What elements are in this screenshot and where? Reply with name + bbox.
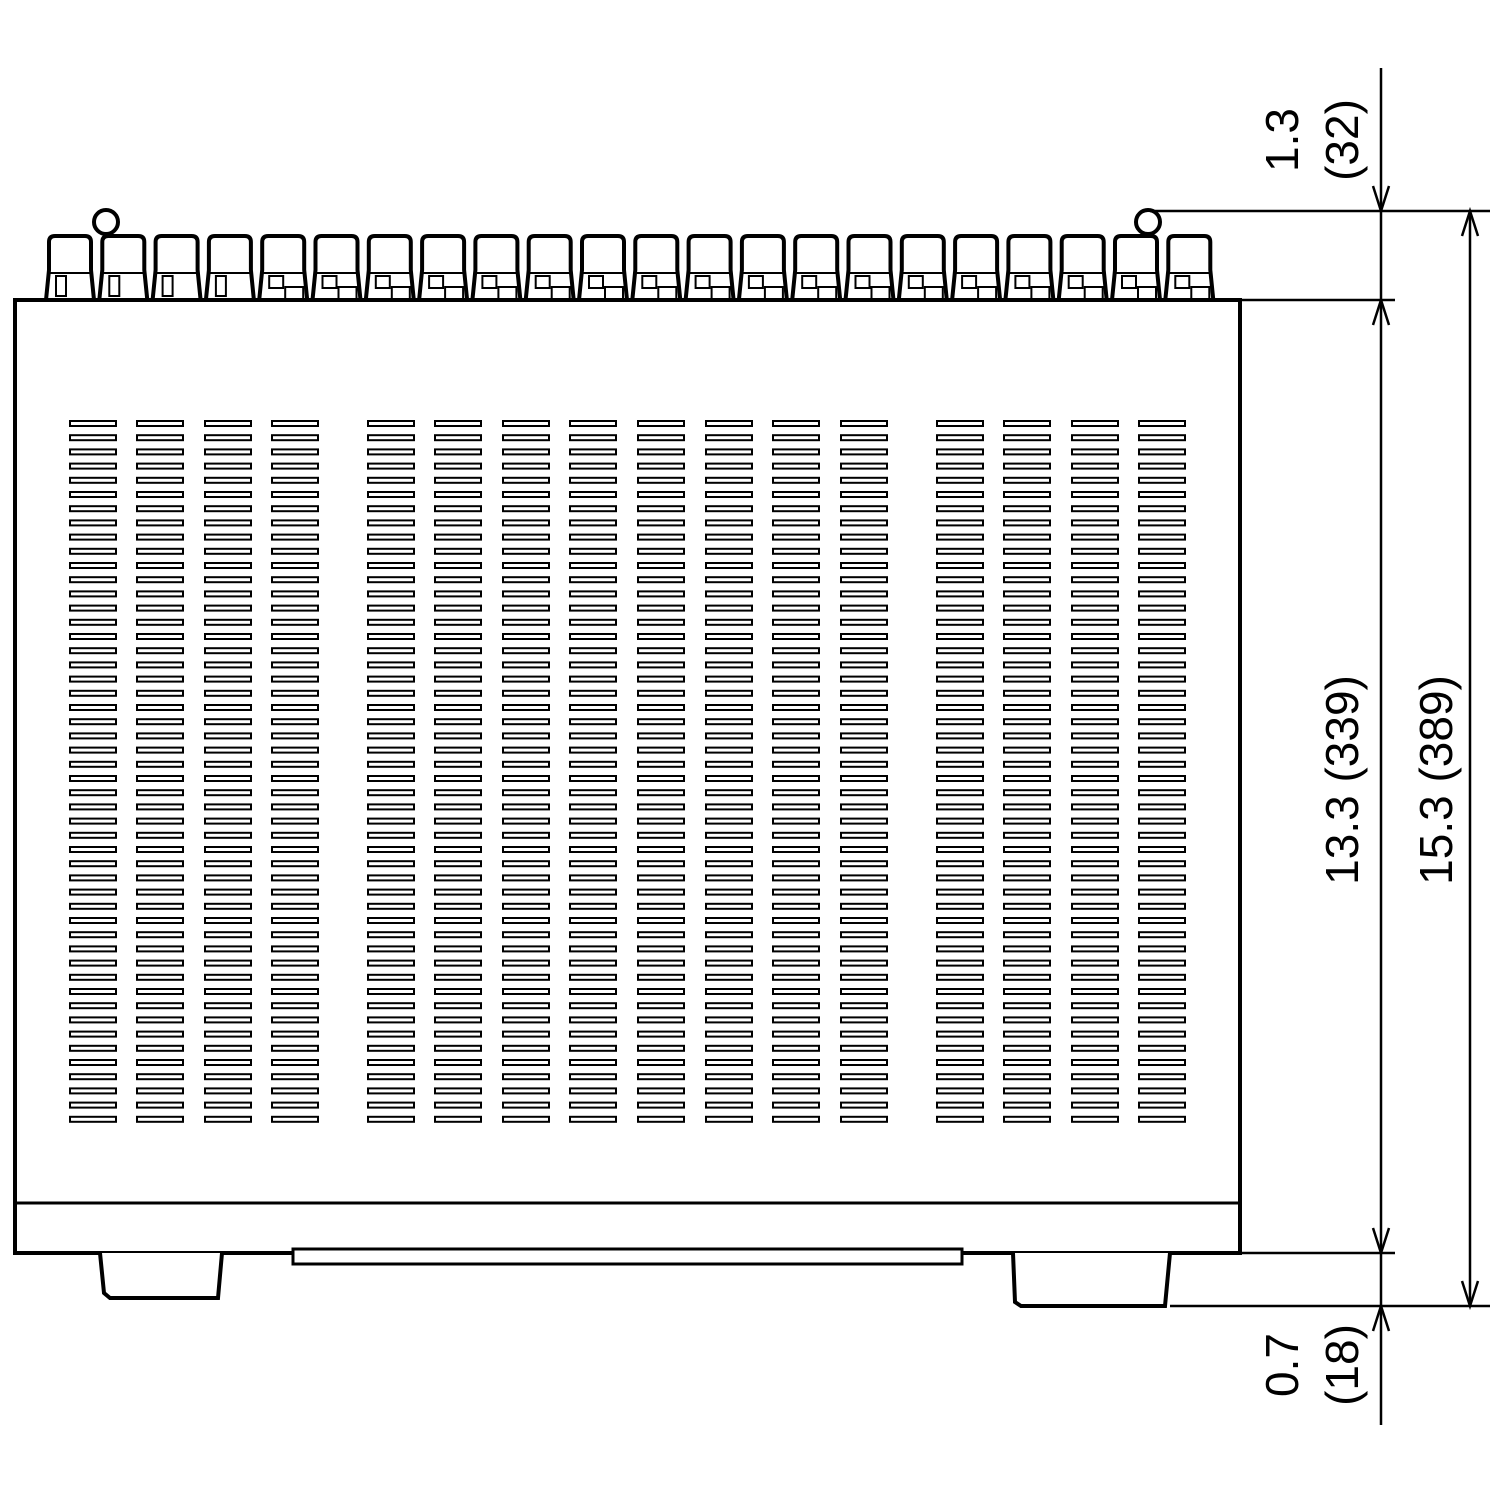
connector bbox=[470, 234, 523, 301]
connector bbox=[363, 234, 416, 301]
dim-feet-mm: (18) bbox=[1316, 1324, 1368, 1406]
dim-feet-inch: 0.7 bbox=[1256, 1333, 1308, 1397]
dim-overall-height: 15.3 (389) bbox=[1410, 675, 1462, 885]
connector bbox=[736, 234, 789, 301]
rear-connectors bbox=[44, 234, 1216, 301]
dimension-lines bbox=[1150, 68, 1490, 1425]
connector bbox=[257, 234, 310, 301]
connector bbox=[843, 234, 896, 301]
vent-column bbox=[271, 420, 319, 1123]
connector bbox=[203, 234, 256, 301]
vent-column bbox=[1138, 420, 1186, 1123]
dim-top-inch: 1.3 bbox=[1256, 108, 1308, 172]
connector bbox=[310, 234, 363, 301]
foot-left bbox=[98, 1252, 224, 1300]
vent-column bbox=[434, 420, 482, 1123]
connector bbox=[577, 234, 629, 301]
handle-ring-right bbox=[1134, 208, 1162, 236]
foot-right bbox=[1011, 1252, 1172, 1308]
connector bbox=[1163, 234, 1216, 301]
connector bbox=[1003, 234, 1056, 301]
vent-column bbox=[69, 420, 117, 1123]
connector bbox=[683, 234, 736, 301]
connector bbox=[630, 234, 683, 301]
vent-column bbox=[936, 420, 984, 1123]
connector bbox=[97, 234, 150, 301]
dim-top-mm: (32) bbox=[1316, 99, 1368, 181]
connector bbox=[150, 234, 203, 301]
handle-ring-left bbox=[92, 208, 120, 236]
vent-column bbox=[569, 420, 617, 1123]
vent-column bbox=[705, 420, 753, 1123]
dim-body-height: 13.3 (339) bbox=[1316, 675, 1368, 885]
vent-column bbox=[1071, 420, 1119, 1123]
vent-column bbox=[136, 420, 184, 1123]
vent-column bbox=[502, 420, 550, 1123]
connector bbox=[1056, 234, 1109, 301]
vent-column bbox=[367, 420, 415, 1123]
ventilation-slots bbox=[69, 420, 1186, 1123]
chassis-body bbox=[13, 298, 1242, 1255]
vent-column bbox=[637, 420, 685, 1123]
connector bbox=[523, 234, 576, 301]
vent-column bbox=[840, 420, 888, 1123]
vent-column bbox=[1003, 420, 1051, 1123]
vent-column bbox=[204, 420, 252, 1123]
vent-column bbox=[772, 420, 820, 1123]
connector bbox=[417, 234, 470, 301]
connector bbox=[950, 234, 1003, 301]
connector bbox=[790, 234, 843, 301]
front-slot bbox=[291, 1247, 964, 1266]
connector bbox=[1110, 234, 1162, 301]
connector bbox=[44, 234, 96, 301]
connector bbox=[896, 234, 949, 301]
